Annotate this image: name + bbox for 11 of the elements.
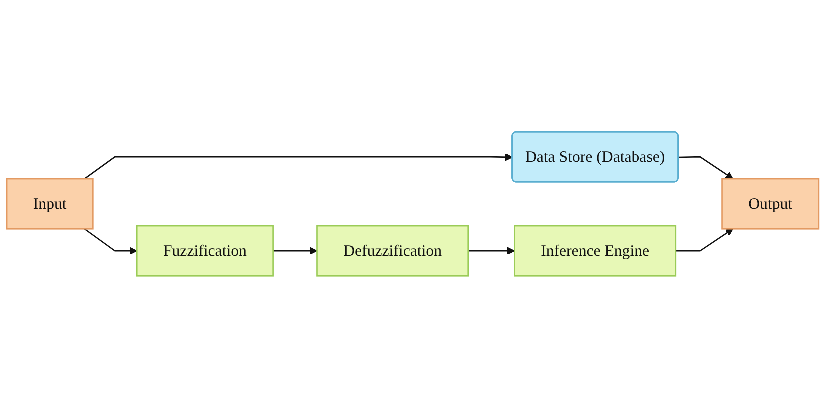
arrow (273, 247, 318, 255)
node-box: Fuzzification (136, 225, 274, 277)
arrow (468, 247, 516, 255)
node-box: Output (722, 178, 820, 230)
node-box: Input (6, 178, 94, 230)
arrow (84, 228, 138, 255)
node-box: Inference Engine (514, 225, 677, 277)
arrow (676, 228, 734, 252)
arrow (678, 156, 734, 180)
node-box: Defuzzification (316, 225, 469, 277)
arrow (84, 153, 514, 180)
